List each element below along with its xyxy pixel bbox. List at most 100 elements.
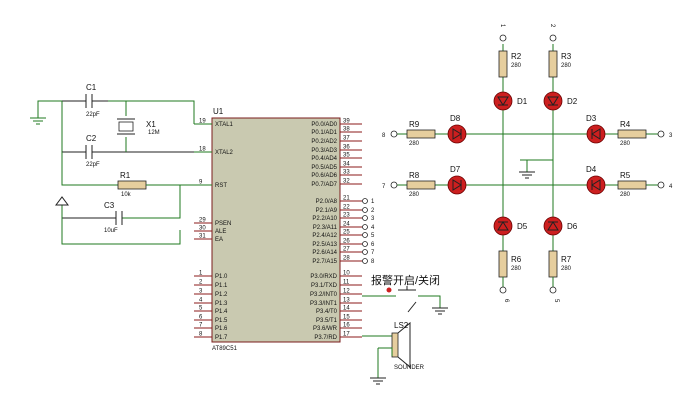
wire: [61, 205, 181, 245]
pin-name: P1.0: [215, 274, 228, 280]
terminal-left-upper: [390, 130, 398, 138]
p2-terminal-label: 4: [371, 225, 375, 231]
pin-name: P1.3: [215, 301, 228, 307]
ground-icon: [370, 377, 386, 385]
crystal-x1-plates: [117, 118, 135, 135]
p2-terminal: [362, 198, 368, 204]
pin-name: P2.4/A12: [312, 233, 337, 239]
terminal-label: 7: [382, 184, 386, 190]
pin-number: 15: [343, 315, 350, 321]
diode-symbol: [497, 96, 509, 106]
crystal-x1: [118, 121, 134, 132]
mcu-ref: U1: [213, 107, 224, 116]
power-icon: [55, 196, 69, 206]
pin-name: P3.5/T1: [316, 318, 338, 324]
diode-symbol: [547, 221, 559, 231]
switch-actuator: [398, 286, 416, 291]
pin-name: P1.5: [215, 318, 228, 324]
pin-number: 5: [199, 306, 203, 312]
x1-ref: X1: [146, 120, 156, 129]
r8-value: 280: [409, 192, 420, 198]
p2-terminal: [362, 249, 368, 255]
pin-number: 33: [343, 170, 350, 176]
c3-ref: C3: [104, 201, 115, 210]
d3-label: D3: [586, 114, 597, 123]
pin-number: 23: [343, 213, 350, 219]
pin-number: 9: [199, 180, 203, 186]
p2-terminal: [362, 207, 368, 213]
pin-number: 2: [199, 280, 203, 286]
d7-label: D7: [450, 165, 461, 174]
pin-number: 35: [343, 153, 350, 159]
ground-icon: [519, 171, 535, 179]
d1-label: D1: [517, 97, 528, 106]
pin-name: RST: [215, 183, 227, 189]
pin-name: EA: [215, 237, 223, 243]
pin-number: 7: [199, 323, 203, 329]
pin-name: P1.7: [215, 335, 228, 341]
pin-number: 28: [343, 256, 350, 262]
terminal-left-lower: [390, 181, 398, 189]
pin-name: P1.1: [215, 283, 228, 289]
r3-value: 280: [561, 63, 572, 69]
pin-name: P2.7/A15: [312, 259, 337, 265]
terminal-bottom-left: [499, 286, 507, 294]
pin-name: P3.0/RXD: [310, 274, 337, 280]
c2-value: 22pF: [86, 162, 100, 168]
led-d2: [543, 91, 563, 111]
pin-name: P0.3/AD3: [311, 148, 337, 154]
led-d7: [447, 175, 467, 195]
r9-value: 280: [409, 141, 420, 147]
pin-number: 12: [343, 289, 350, 295]
led-d8: [447, 124, 467, 144]
switch-indicator: [386, 287, 392, 293]
led-d1: [493, 91, 513, 111]
terminal-bottom-right: [549, 286, 557, 294]
terminal-top-left: [499, 34, 507, 42]
wire: [122, 185, 181, 219]
diode-symbol: [547, 96, 559, 106]
r7-ref: R7: [561, 255, 572, 264]
d4-label: D4: [586, 165, 597, 174]
wire: [377, 347, 393, 378]
mcu-body: [211, 117, 341, 343]
capacitor-c1: [62, 94, 108, 108]
r4-ref: R4: [620, 120, 631, 129]
pin-name: P2.2/A10: [312, 216, 337, 222]
pin-number: 38: [343, 127, 350, 133]
pin-number: 27: [343, 247, 350, 253]
mcu-u1: U1 AT89C51 19XTAL118XTAL29RST29PSEN30ALE…: [194, 107, 375, 352]
r5-value: 280: [620, 192, 631, 198]
c3-value: 10uF: [104, 228, 118, 234]
mcu-right-pins: 39P0.0/AD038P0.1/AD137P0.2/AD236P0.3/AD3…: [310, 119, 362, 341]
switch-label: 报警开启/关闭: [371, 273, 440, 287]
p2-terminal: [362, 258, 368, 264]
pin-name: P3.2/INT0: [310, 292, 338, 298]
diode-symbol: [591, 128, 601, 140]
d8-label: D8: [450, 114, 461, 123]
r9-ref: R9: [409, 120, 420, 129]
terminal-right-upper: [657, 130, 665, 138]
p2-terminal-label: 6: [371, 242, 375, 248]
r2-ref: R2: [511, 52, 522, 61]
alarm-switch[interactable]: 报警开启/关闭: [362, 273, 448, 315]
pin-number: 18: [199, 147, 206, 153]
pin-name: P0.5/AD5: [311, 165, 337, 171]
sounder-ls2: LS2 SOUNDER: [362, 301, 425, 385]
pin-name: P2.3/A11: [313, 225, 338, 231]
r5-ref: R5: [620, 171, 631, 180]
ground-icon: [30, 117, 46, 125]
pin-number: 6: [199, 315, 203, 321]
pin-name: P3.4/T0: [316, 309, 338, 315]
pin-number: 13: [343, 298, 350, 304]
c1-value: 22pF: [86, 112, 100, 118]
p2-terminal-label: 2: [371, 208, 375, 214]
p2-terminal: [362, 241, 368, 247]
terminal-right-lower: [657, 181, 665, 189]
pin-name: P0.6/AD6: [311, 173, 337, 179]
pin-number: 4: [199, 298, 203, 304]
pin-name: P0.1/AD1: [311, 130, 337, 136]
r7-value: 280: [561, 266, 572, 272]
pin-number: 39: [343, 119, 350, 125]
